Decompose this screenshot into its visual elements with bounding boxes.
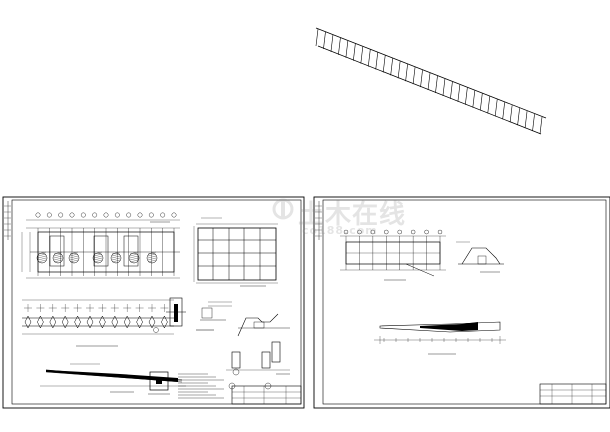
grid-bubble <box>343 229 349 235</box>
stair-tread <box>330 34 334 52</box>
beam-joint <box>24 315 32 329</box>
ramp-section-detail <box>40 363 186 393</box>
stair-tread <box>353 43 356 61</box>
grid-bubble <box>46 212 52 218</box>
stair-tread <box>367 49 371 67</box>
grid-bubble <box>137 212 143 218</box>
grid-bubble <box>357 229 362 235</box>
plan-grid-bubbles <box>35 212 177 218</box>
beam-joint <box>74 315 81 329</box>
stair-tread <box>494 99 498 117</box>
stair-treads <box>315 28 543 135</box>
stair-tread <box>420 70 423 88</box>
stair-tread <box>435 75 438 93</box>
canopy-ramp-section <box>374 321 506 355</box>
general-notes-block <box>178 373 224 399</box>
grid-bubble <box>114 212 120 218</box>
beam-joint <box>111 315 119 329</box>
stair-tread <box>323 31 326 49</box>
column-details <box>226 341 290 375</box>
beam-joint <box>61 315 69 329</box>
right-sheet-outer-border <box>313 196 610 409</box>
left-sheet-inner-border <box>11 199 302 405</box>
stair-tread <box>382 55 386 73</box>
right-drawing-sheet <box>313 196 610 409</box>
structural-floor-plan <box>21 212 180 279</box>
stair-tread <box>450 81 453 99</box>
stair-tread <box>532 114 535 132</box>
canopy-section-detail <box>456 241 504 273</box>
stair-tread <box>487 96 491 114</box>
plan-slab-regions <box>49 235 139 267</box>
stair-tread <box>338 37 341 55</box>
right-sheet-inner-border <box>322 199 607 405</box>
beam-reinforcement-layout <box>22 299 174 347</box>
grid-bubble <box>424 229 429 235</box>
grid-bubble <box>69 212 75 218</box>
stair-tread <box>539 116 543 135</box>
right-title-block <box>539 383 607 405</box>
grid-bubble <box>92 212 98 218</box>
stair-tread <box>427 72 431 91</box>
grid-bubble <box>437 229 443 235</box>
stair-tread <box>397 61 401 79</box>
section-details <box>153 297 290 390</box>
stair-tread <box>315 28 319 47</box>
grid-bubble <box>80 212 86 218</box>
stair-tread <box>412 67 416 85</box>
grid-bubble <box>410 229 416 235</box>
beam-joint <box>37 315 44 329</box>
grid-bubble <box>58 212 64 218</box>
stair-bottom-chord <box>317 45 542 135</box>
left-binding-ticks <box>4 205 11 237</box>
stair-tread <box>502 102 505 120</box>
beam-joint <box>49 315 57 329</box>
stair-tread <box>479 93 483 111</box>
foundation-detail <box>148 371 170 395</box>
grid-bubble <box>35 212 41 218</box>
beam-joint <box>123 315 131 329</box>
beam-joint-symbols <box>24 304 169 329</box>
stair-tread <box>509 105 513 123</box>
grid-bubble <box>160 212 166 218</box>
stair-section-diagram <box>315 27 547 135</box>
stair-top-chord <box>315 27 547 119</box>
canopy-plan-gridlines <box>345 236 441 270</box>
left-drawing-sheet <box>2 196 305 409</box>
stair-tread <box>472 90 476 108</box>
stair-tread <box>524 111 528 129</box>
ramp-dimension-ticks <box>383 338 493 342</box>
stair-tread <box>465 87 468 105</box>
canopy-grid-bubbles <box>343 229 443 235</box>
grid-bubble <box>384 229 389 235</box>
stair-tread <box>442 78 446 96</box>
grid-bubble <box>397 229 402 235</box>
stair-tread <box>345 40 349 58</box>
left-sheet-outer-border <box>2 196 305 409</box>
grid-bubble <box>370 229 376 235</box>
beam-joint <box>99 315 106 329</box>
roof-framing-plan <box>193 217 278 287</box>
beam-joint <box>86 315 94 329</box>
stair-tread <box>390 58 393 76</box>
stair-tread <box>457 84 461 102</box>
left-title-block <box>231 385 302 405</box>
beam-joint <box>161 315 168 329</box>
stair-tread <box>375 52 379 70</box>
beam-joint <box>148 315 156 329</box>
grid-bubble <box>148 212 154 218</box>
stair-tread <box>517 108 520 126</box>
stair-tread <box>405 64 408 82</box>
canopy-plan <box>340 229 446 281</box>
grid-bubble <box>171 212 177 218</box>
beam-joint <box>136 315 143 329</box>
grid-bubble <box>103 212 109 218</box>
plan-hatched-columns <box>36 251 158 264</box>
stair-tread <box>360 46 364 64</box>
grid-bubble <box>126 212 132 218</box>
